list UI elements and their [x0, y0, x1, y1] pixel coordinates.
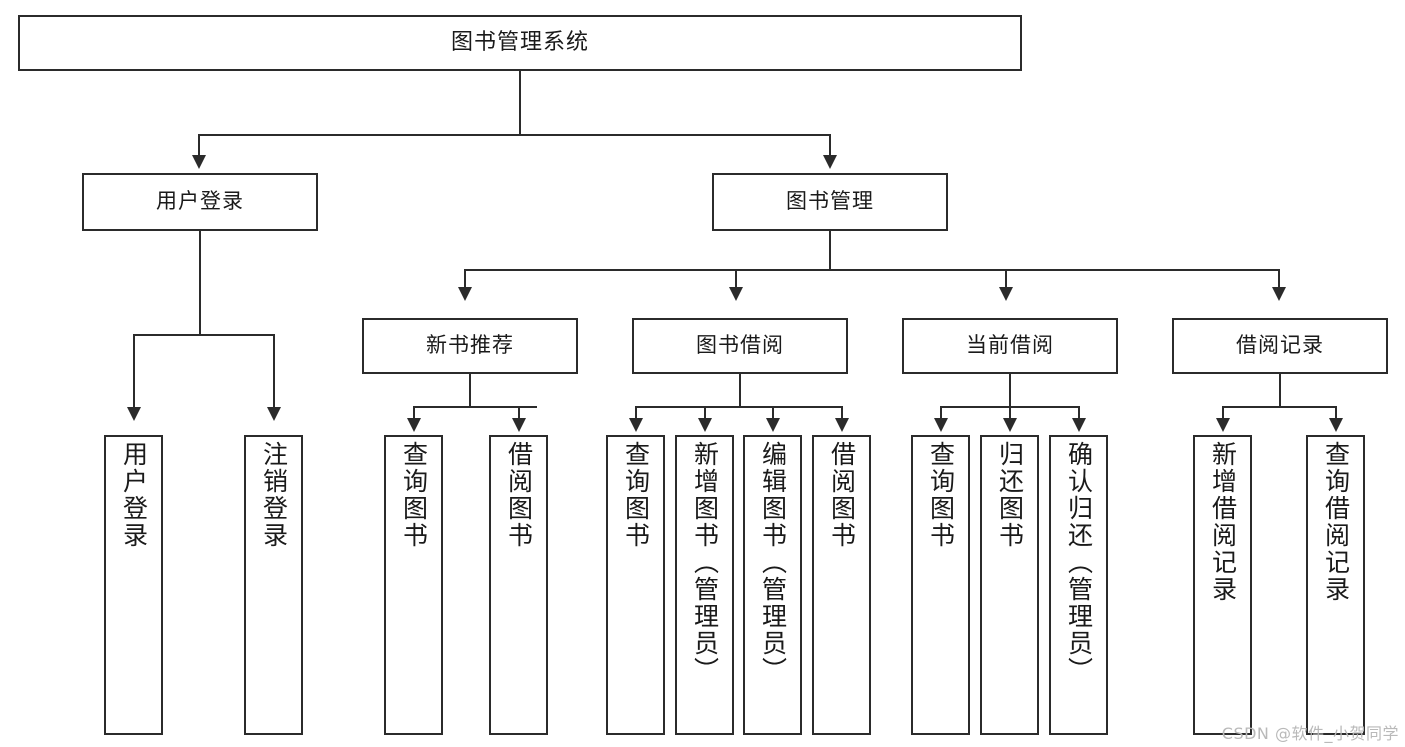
connector-br-stem	[1279, 374, 1281, 408]
connector-user-login-left	[133, 334, 135, 409]
connector-user-login-stem	[199, 231, 201, 336]
connector-bb-c3	[772, 406, 774, 420]
connector-br-c2	[1335, 406, 1337, 420]
node-leaf-confirm-return[interactable]: 确认归还（管理员）	[1049, 435, 1108, 735]
node-leaf-edit-book[interactable]: 编辑图书（管理员）	[743, 435, 802, 735]
node-borrow-record[interactable]: 借阅记录	[1172, 318, 1388, 374]
connector-cb-c1	[940, 406, 942, 420]
connector-book-manage-c3	[1005, 269, 1007, 289]
connector-root-bar	[198, 134, 831, 136]
arrowhead-leaf-user-login	[127, 407, 141, 421]
node-root-label: 图书管理系统	[450, 29, 589, 55]
connector-bb-c1	[635, 406, 637, 420]
connector-book-manage-stem	[829, 231, 831, 271]
arrowhead-root-to-book-manage	[823, 155, 837, 169]
connector-book-manage-c1	[464, 269, 466, 289]
node-leaf-return-book-label: 归还图书	[995, 441, 1025, 549]
node-book-manage[interactable]: 图书管理	[712, 173, 948, 231]
arrowhead-leaf-borrow-book-1	[512, 418, 526, 432]
arrowhead-book-borrow	[729, 287, 743, 301]
connector-bb-bar	[635, 406, 843, 408]
node-leaf-return-book[interactable]: 归还图书	[980, 435, 1039, 735]
arrowhead-leaf-borrow-book-2	[835, 418, 849, 432]
node-user-login-label: 用户登录	[156, 189, 244, 214]
node-leaf-query-book-2[interactable]: 查询图书	[606, 435, 665, 735]
node-leaf-query-book-1-label: 查询图书	[399, 441, 429, 549]
node-leaf-query-book-1[interactable]: 查询图书	[384, 435, 443, 735]
node-leaf-confirm-return-label: 确认归还（管理员）	[1064, 441, 1094, 684]
node-current-borrow[interactable]: 当前借阅	[902, 318, 1118, 374]
node-leaf-logout[interactable]: 注销登录	[244, 435, 303, 735]
connector-bb-c2	[704, 406, 706, 420]
connector-br-bar	[1222, 406, 1337, 408]
node-leaf-borrow-book-2[interactable]: 借阅图书	[812, 435, 871, 735]
connector-root-stem	[519, 71, 521, 135]
node-leaf-borrow-book-1[interactable]: 借阅图书	[489, 435, 548, 735]
node-new-book-recommend-label: 新书推荐	[426, 333, 514, 358]
connector-book-manage-bar	[464, 269, 1280, 271]
arrowhead-leaf-edit-book	[766, 418, 780, 432]
node-leaf-query-book-2-label: 查询图书	[621, 441, 651, 549]
connector-bb-c4	[841, 406, 843, 420]
node-book-borrow[interactable]: 图书借阅	[632, 318, 848, 374]
arrowhead-leaf-return-book	[1003, 418, 1017, 432]
node-borrow-record-label: 借阅记录	[1236, 333, 1324, 358]
node-current-borrow-label: 当前借阅	[966, 333, 1054, 358]
arrowhead-current-borrow	[999, 287, 1013, 301]
node-leaf-edit-book-label: 编辑图书（管理员）	[758, 441, 788, 684]
arrowhead-borrow-record	[1272, 287, 1286, 301]
node-leaf-add-record-label: 新增借阅记录	[1208, 441, 1238, 603]
connector-nbr-bar	[413, 406, 537, 408]
node-book-borrow-label: 图书借阅	[696, 333, 784, 358]
node-root[interactable]: 图书管理系统	[18, 15, 1022, 71]
node-leaf-borrow-book-2-label: 借阅图书	[827, 441, 857, 549]
node-leaf-user-login[interactable]: 用户登录	[104, 435, 163, 735]
connector-root-to-book-manage	[829, 134, 831, 157]
arrowhead-leaf-add-book	[698, 418, 712, 432]
node-leaf-add-record[interactable]: 新增借阅记录	[1193, 435, 1252, 735]
node-book-manage-label: 图书管理	[786, 189, 874, 214]
arrowhead-leaf-confirm-return	[1072, 418, 1086, 432]
node-leaf-logout-label: 注销登录	[259, 441, 289, 549]
connector-cb-stem	[1009, 374, 1011, 408]
connector-cb-c2	[1009, 406, 1011, 420]
connector-book-manage-c4	[1278, 269, 1280, 289]
arrowhead-leaf-query-book-2	[629, 418, 643, 432]
node-user-login[interactable]: 用户登录	[82, 173, 318, 231]
arrowhead-leaf-query-book-1	[407, 418, 421, 432]
arrowhead-new-book-recommend	[458, 287, 472, 301]
node-leaf-query-record[interactable]: 查询借阅记录	[1306, 435, 1365, 735]
connector-nbr-c2	[518, 406, 520, 420]
node-leaf-add-book[interactable]: 新增图书（管理员）	[675, 435, 734, 735]
connector-br-c1	[1222, 406, 1224, 420]
node-leaf-query-record-label: 查询借阅记录	[1321, 441, 1351, 603]
connector-root-to-user-login	[198, 134, 200, 157]
arrowhead-leaf-query-book-3	[934, 418, 948, 432]
connector-cb-c3	[1078, 406, 1080, 420]
connector-user-login-right	[273, 334, 275, 409]
node-leaf-add-book-label: 新增图书（管理员）	[690, 441, 720, 684]
node-leaf-query-book-3-label: 查询图书	[926, 441, 956, 549]
arrowhead-leaf-logout	[267, 407, 281, 421]
node-leaf-query-book-3[interactable]: 查询图书	[911, 435, 970, 735]
connector-nbr-stem	[469, 374, 471, 408]
connector-book-manage-c2	[735, 269, 737, 289]
connector-user-login-bar	[133, 334, 274, 336]
node-leaf-user-login-label: 用户登录	[119, 441, 149, 549]
connector-bb-stem	[739, 374, 741, 408]
arrowhead-leaf-add-record	[1216, 418, 1230, 432]
arrowhead-root-to-user-login	[192, 155, 206, 169]
node-leaf-borrow-book-1-label: 借阅图书	[504, 441, 534, 549]
node-new-book-recommend[interactable]: 新书推荐	[362, 318, 578, 374]
connector-nbr-c1	[413, 406, 415, 420]
arrowhead-leaf-query-record	[1329, 418, 1343, 432]
